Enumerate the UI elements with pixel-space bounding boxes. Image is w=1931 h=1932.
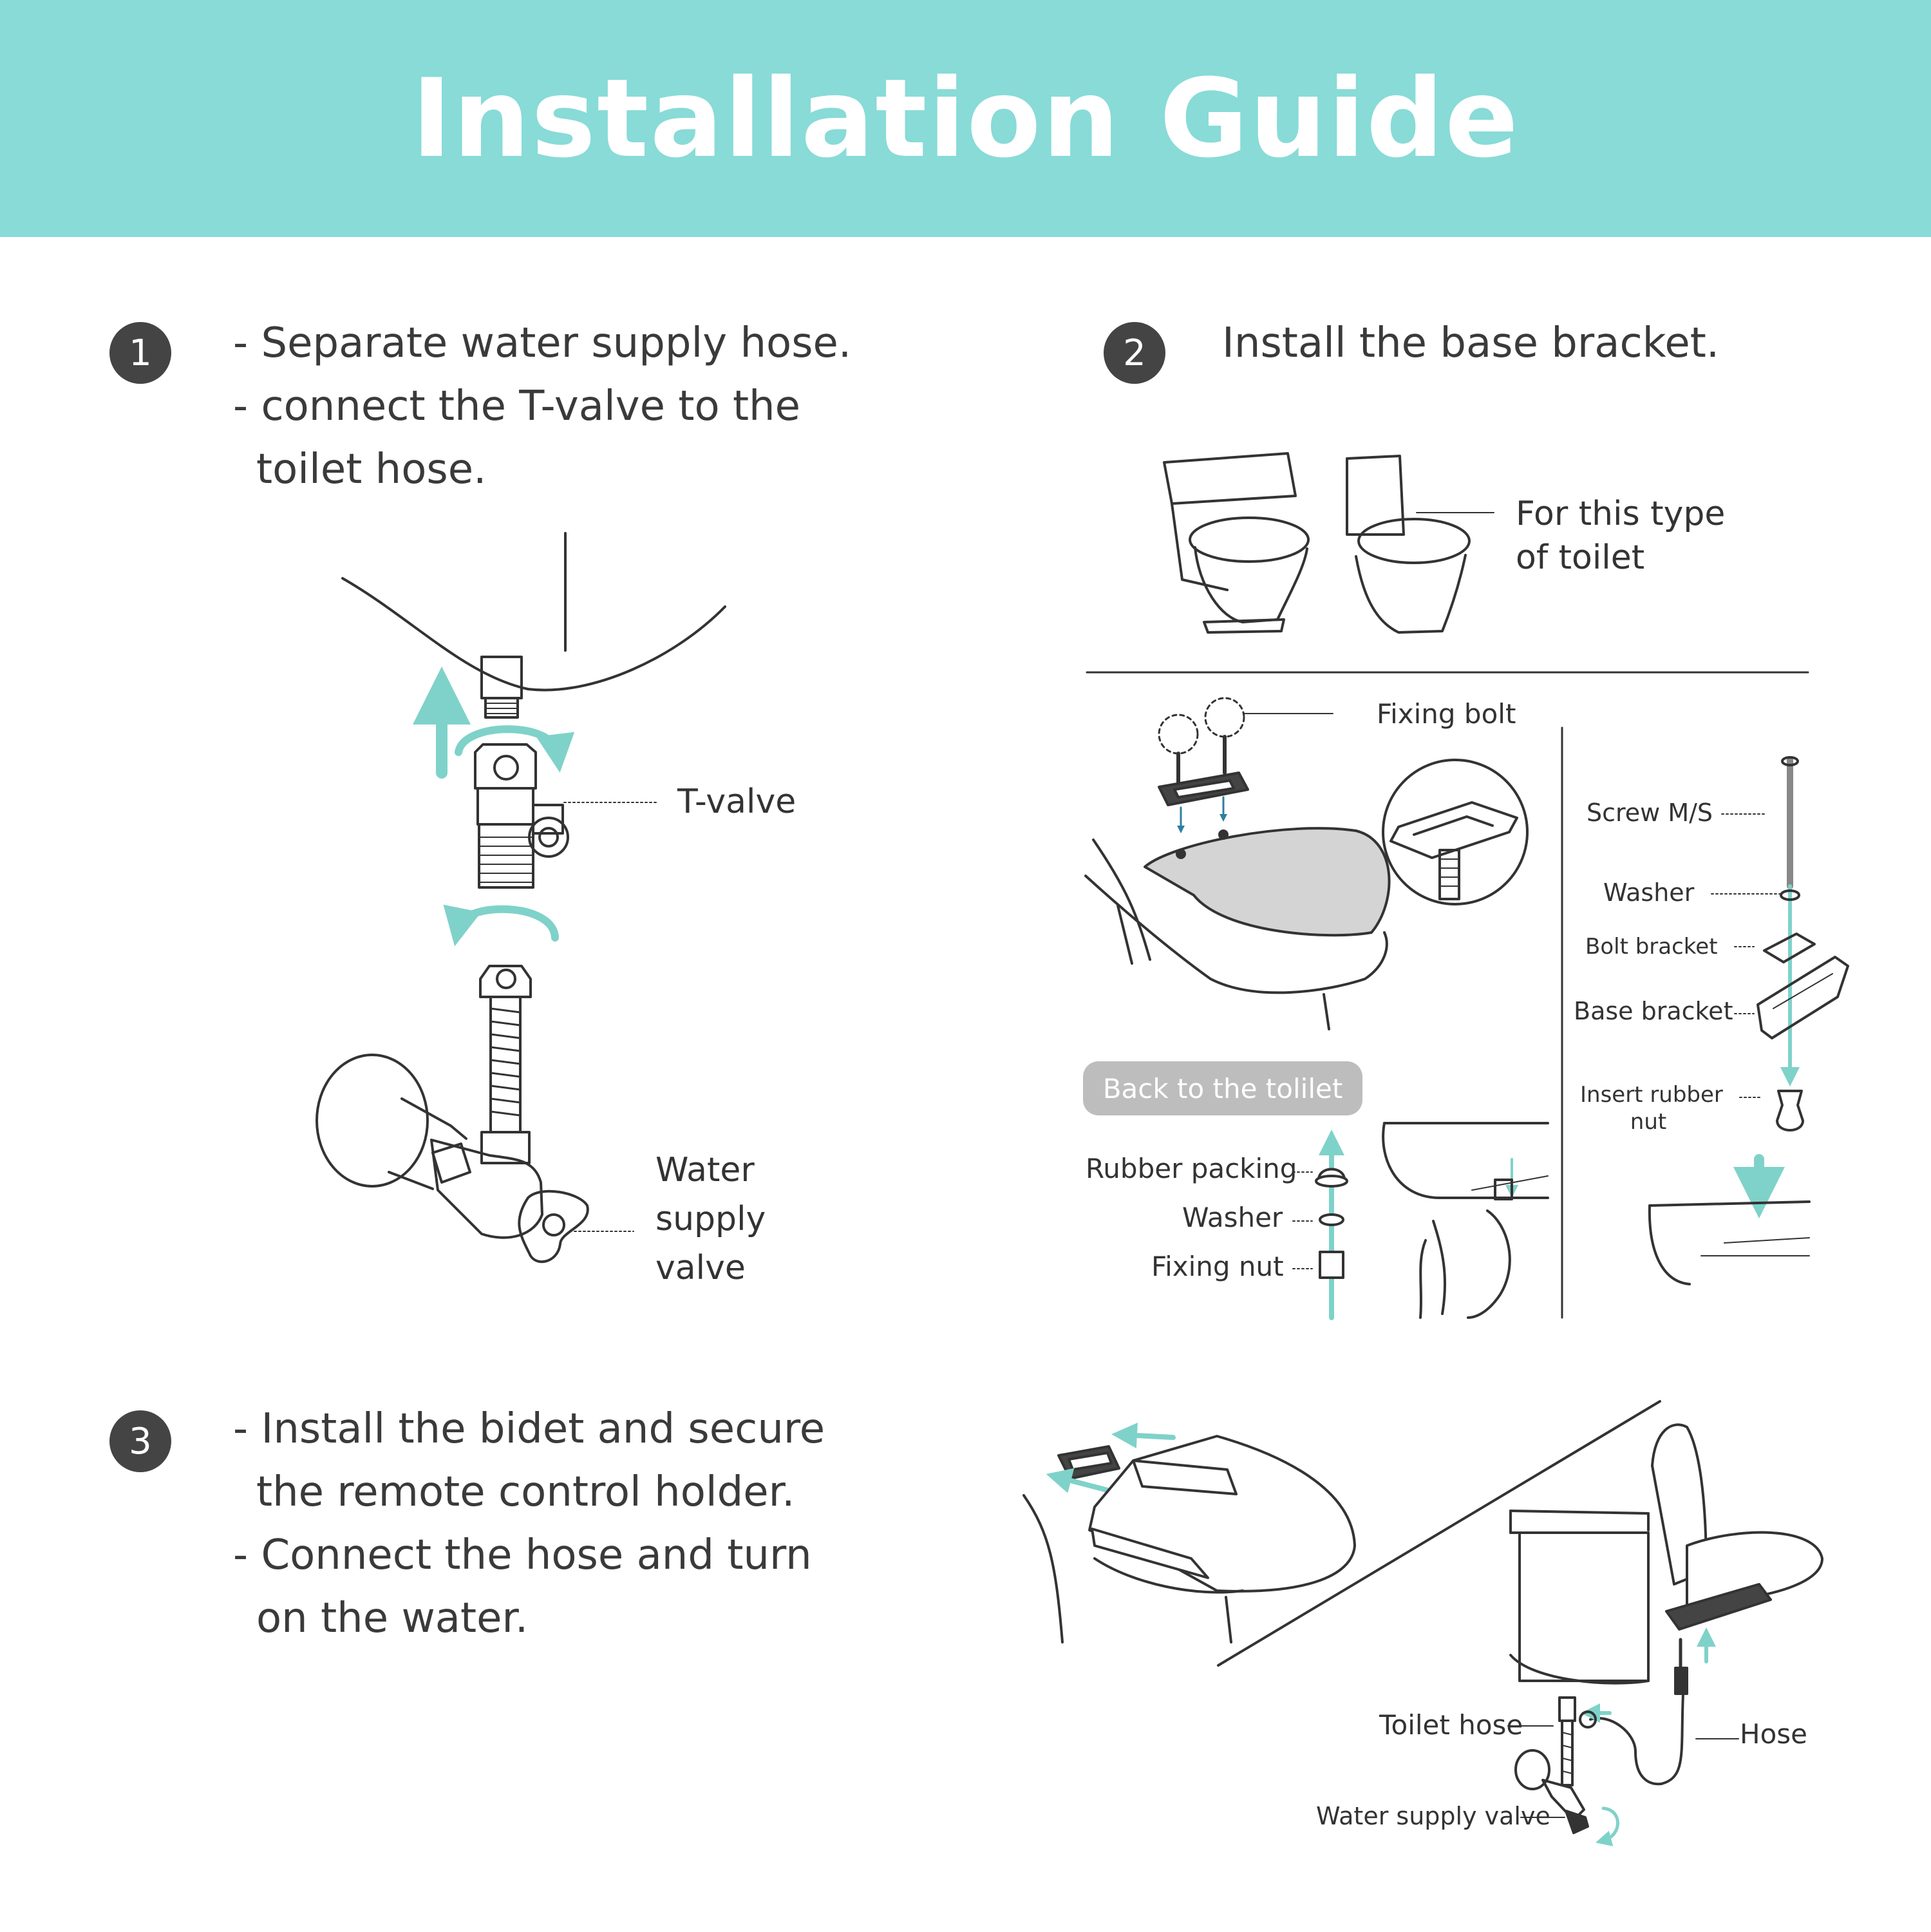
- step-1-illustration: [316, 532, 726, 1264]
- step-3-line-3: - Connect the hose and turn: [233, 1531, 812, 1579]
- step-3-illustration: [1022, 1400, 1823, 1846]
- step-2-line-1: Install the base bracket.: [1222, 319, 1720, 367]
- rubber-packing-label: Rubber packing: [1086, 1153, 1297, 1184]
- step-1-line-2: - connect the T-valve to the: [233, 383, 800, 430]
- washer-left-label: Washer: [1182, 1202, 1283, 1233]
- step-3-line-2: the remote control holder.: [256, 1468, 795, 1516]
- step-2-illustration: [1084, 452, 1849, 1320]
- toilet-hose-label: Toilet hose: [1379, 1709, 1523, 1741]
- step-3-instructions: - Install the bidet and secure the remot…: [233, 1397, 825, 1650]
- page-title: Installation Guide: [411, 55, 1520, 182]
- fixing-nut-label: Fixing nut: [1151, 1251, 1284, 1282]
- toilet-type-label-line-2: of toilet: [1516, 538, 1645, 577]
- water-supply-valve-label-line-3: valve: [655, 1249, 746, 1287]
- step-2-instructions: Install the base bracket.: [1222, 312, 1719, 375]
- step-1-number: 1: [109, 322, 171, 384]
- washer-right-label: Washer: [1603, 878, 1695, 907]
- toilet-type-label-line-1: For this type: [1516, 495, 1726, 533]
- step-3-line-1: - Install the bidet and secure: [233, 1405, 825, 1453]
- hose-label: Hose: [1740, 1718, 1807, 1750]
- insert-rubber-nut-label-line-1: Insert rubber: [1580, 1082, 1723, 1108]
- base-bracket-label: Base bracket: [1574, 997, 1733, 1025]
- screw-ms-label: Screw M/S: [1587, 799, 1713, 827]
- step-2-number: 2: [1104, 322, 1165, 384]
- water-supply-valve-label: Water supply valve: [1316, 1802, 1550, 1830]
- fixing-bolt-label: Fixing bolt: [1377, 698, 1516, 730]
- insert-rubber-nut-label-line-2: nut: [1630, 1109, 1667, 1135]
- back-to-toilet-badge: Back to the tolilet: [1083, 1061, 1362, 1115]
- water-supply-valve-label-line-1: Water: [655, 1151, 755, 1189]
- step-3-number: 3: [109, 1410, 171, 1472]
- bolt-bracket-label: Bolt bracket: [1585, 934, 1718, 960]
- header-banner: Installation Guide: [0, 0, 1931, 237]
- step-1-line-1: - Separate water supply hose.: [233, 319, 852, 367]
- step-1-line-3: toilet hose.: [256, 446, 487, 493]
- water-supply-valve-label-line-2: supply: [655, 1200, 766, 1238]
- t-valve-label: T-valve: [677, 782, 796, 821]
- step-3-line-4: on the water.: [256, 1595, 529, 1642]
- step-1-instructions: - Separate water supply hose. - connect …: [233, 312, 851, 501]
